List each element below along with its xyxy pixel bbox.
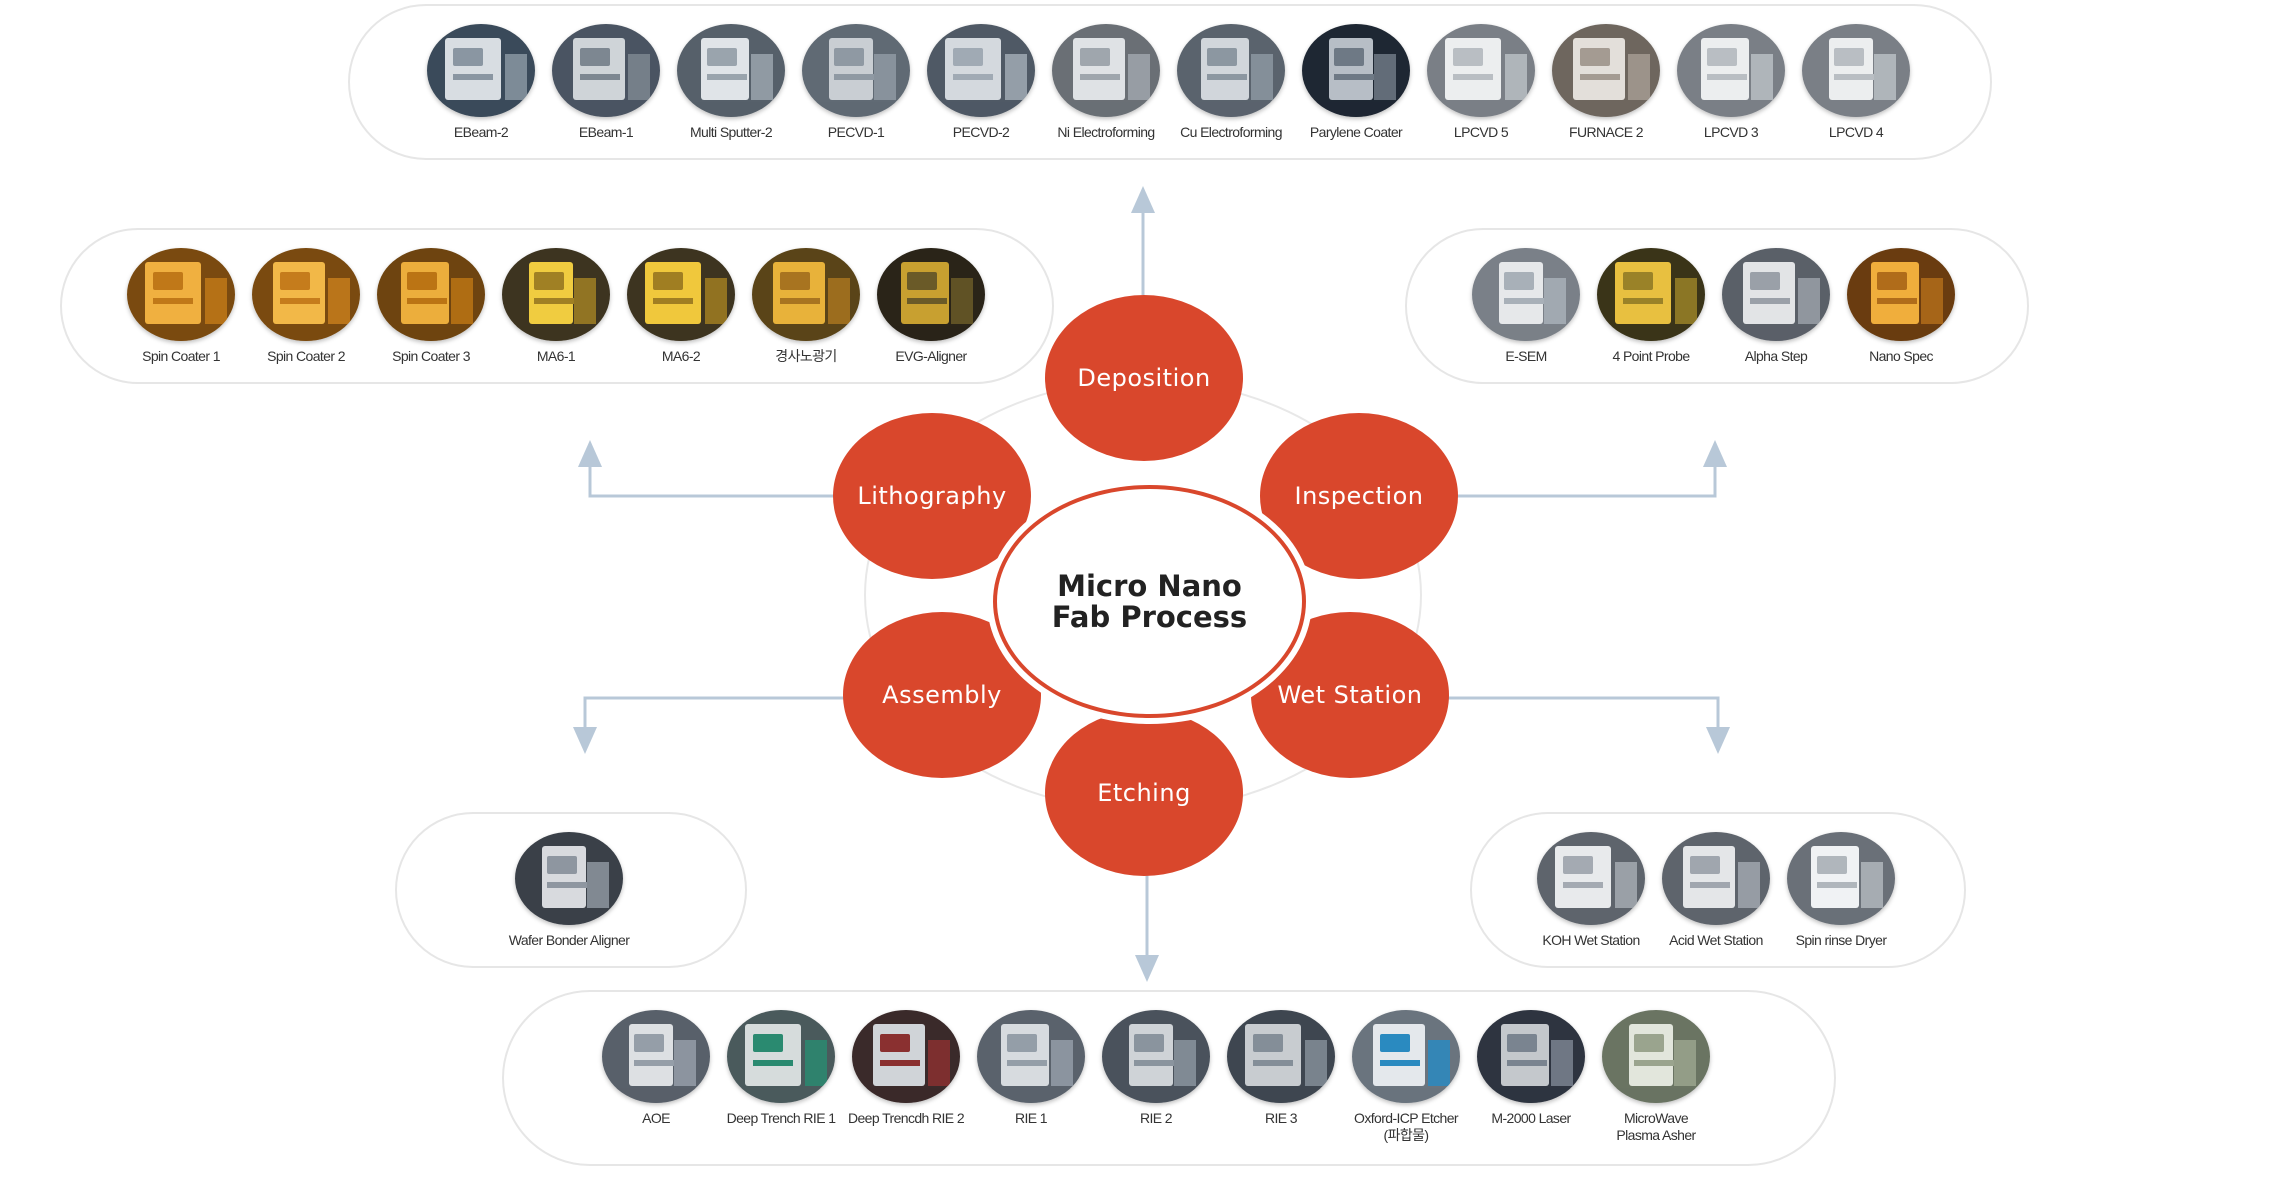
center-title-line1: Micro Nano — [1057, 571, 1242, 602]
equipment-photo — [1597, 248, 1705, 341]
equipment-label: EVG-Aligner — [862, 348, 1000, 365]
equipment-photo — [1352, 1010, 1460, 1103]
equipment-label: RIE 2 — [1087, 1110, 1225, 1127]
equipment-label: AOE — [587, 1110, 725, 1127]
equipment-photo — [727, 1010, 835, 1103]
equipment-photo — [427, 24, 535, 117]
equipment-photo — [127, 248, 235, 341]
equipment-photo — [502, 248, 610, 341]
equipment-label: Alpha Step — [1707, 348, 1845, 365]
equipment-photo — [1662, 832, 1770, 925]
equipment-label: 4 Point Probe — [1582, 348, 1720, 365]
equipment-photo — [377, 248, 485, 341]
equipment-photo — [627, 248, 735, 341]
equipment-label: Acid Wet Station — [1647, 932, 1785, 949]
equipment-photo — [927, 24, 1035, 117]
equipment-label: KOH Wet Station — [1522, 932, 1660, 949]
equipment-label: MA6-2 — [612, 348, 750, 365]
equipment-photo — [552, 24, 660, 117]
equipment-label: Spin Coater 2 — [237, 348, 375, 365]
equipment-label: LPCVD 4 — [1787, 124, 1925, 141]
equipment-photo — [1802, 24, 1910, 117]
equipment-photo — [1227, 1010, 1335, 1103]
connector-lithography — [590, 452, 840, 496]
equipment-photo — [1427, 24, 1535, 117]
process-deposition[interactable]: Deposition — [1045, 295, 1243, 461]
equipment-photo — [802, 24, 910, 117]
equipment-label: EBeam-1 — [537, 124, 675, 141]
equipment-photo — [1537, 832, 1645, 925]
equipment-label: Ni Electroforming — [1037, 124, 1175, 141]
equipment-photo — [1302, 24, 1410, 117]
equipment-label: E-SEM — [1457, 348, 1595, 365]
process-lithography[interactable]: Lithography — [833, 413, 1031, 579]
equipment-label: Wafer Bonder Aligner — [500, 932, 638, 949]
equipment-photo — [1472, 248, 1580, 341]
equipment-label: PECVD-2 — [912, 124, 1050, 141]
equipment-photo — [752, 248, 860, 341]
equipment-label: Cu Electroforming — [1162, 124, 1300, 141]
equipment-label: Parylene Coater — [1287, 124, 1425, 141]
equipment-photo — [1722, 248, 1830, 341]
equipment-photo — [1787, 832, 1895, 925]
equipment-label: FURNACE 2 — [1537, 124, 1675, 141]
equipment-label: M-2000 Laser — [1462, 1110, 1600, 1127]
equipment-photo — [1677, 24, 1785, 117]
center-title: Micro Nano Fab Process — [993, 485, 1306, 718]
equipment-label: PECVD-1 — [787, 124, 925, 141]
equipment-label: MicroWave Plasma Asher — [1587, 1110, 1725, 1144]
equipment-label: Multi Sputter-2 — [662, 124, 800, 141]
equipment-photo — [602, 1010, 710, 1103]
equipment-photo — [1552, 24, 1660, 117]
equipment-label: Nano Spec — [1832, 348, 1970, 365]
equipment-label: Spin rinse Dryer — [1772, 932, 1910, 949]
equipment-label: LPCVD 3 — [1662, 124, 1800, 141]
equipment-label: 경사노광기 — [737, 348, 875, 365]
process-etching[interactable]: Etching — [1045, 710, 1243, 876]
equipment-label: Spin Coater 3 — [362, 348, 500, 365]
center-title-line2: Fab Process — [1052, 602, 1247, 633]
equipment-label: Deep Trench RIE 1 — [712, 1110, 850, 1127]
equipment-photo — [852, 1010, 960, 1103]
connector-inspection — [1450, 452, 1715, 496]
equipment-photo — [1602, 1010, 1710, 1103]
equipment-photo — [252, 248, 360, 341]
connector-assembly — [585, 698, 845, 742]
equipment-photo — [677, 24, 785, 117]
equipment-photo — [877, 248, 985, 341]
equipment-photo — [1052, 24, 1160, 117]
equipment-photo — [515, 832, 623, 925]
equipment-label: Spin Coater 1 — [112, 348, 250, 365]
equipment-label: RIE 1 — [962, 1110, 1100, 1127]
equipment-label: Oxford-ICP Etcher (파합물) — [1337, 1110, 1475, 1144]
equipment-photo — [977, 1010, 1085, 1103]
connector-wet-station — [1445, 698, 1718, 742]
equipment-photo — [1177, 24, 1285, 117]
equipment-label: RIE 3 — [1212, 1110, 1350, 1127]
equipment-label: EBeam-2 — [412, 124, 550, 141]
equipment-photo — [1477, 1010, 1585, 1103]
equipment-label: Deep Trencdh RIE 2 — [837, 1110, 975, 1127]
equipment-label: MA6-1 — [487, 348, 625, 365]
equipment-photo — [1102, 1010, 1210, 1103]
equipment-label: LPCVD 5 — [1412, 124, 1550, 141]
equipment-photo — [1847, 248, 1955, 341]
